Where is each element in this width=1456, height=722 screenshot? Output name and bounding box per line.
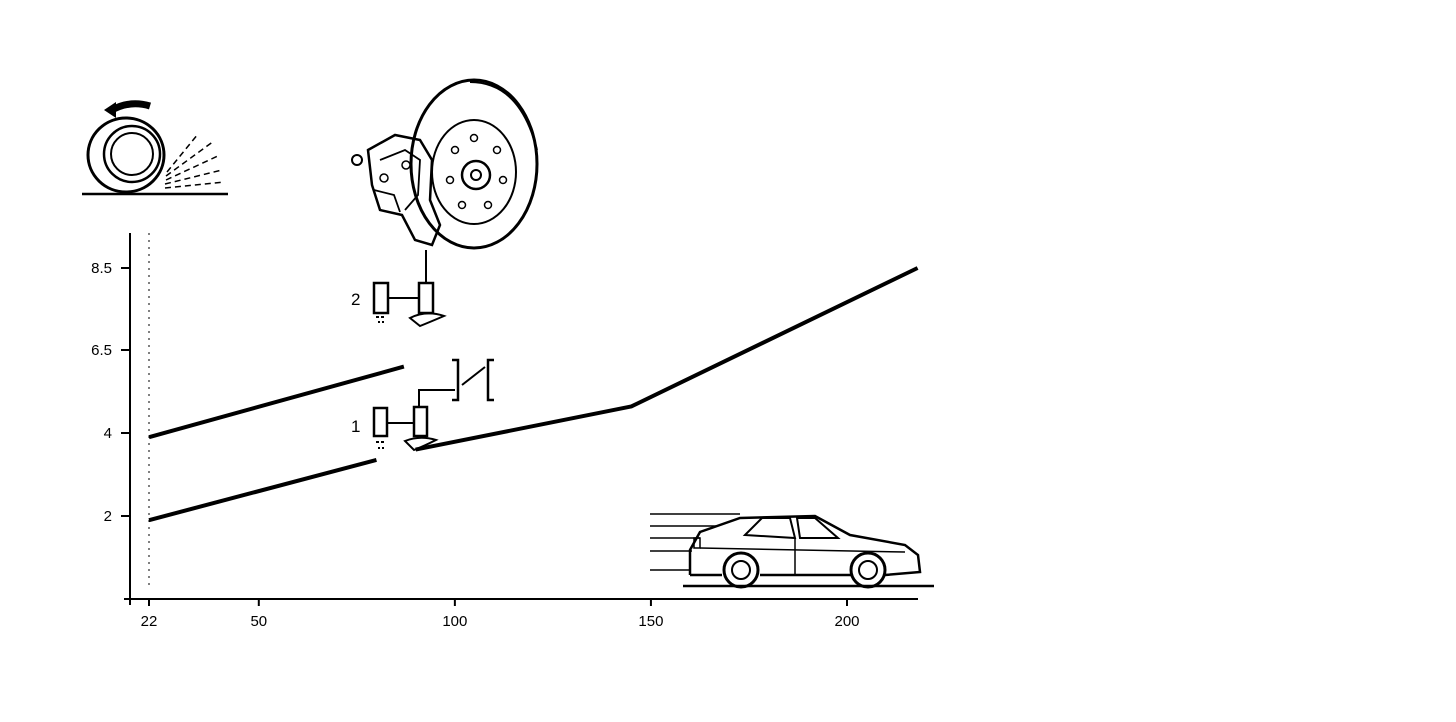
brake-pad-icon xyxy=(372,406,389,449)
chart-axes xyxy=(124,233,918,605)
marker-2-group: 2 xyxy=(351,250,447,328)
x-tick-label: 50 xyxy=(250,613,267,630)
marker-2-label: 2 xyxy=(351,290,360,309)
marker-1-group: 1 xyxy=(351,358,494,452)
marker-1-label: 1 xyxy=(351,417,360,436)
chart-ticks: 22 50 100 150 200 2 4 6.5 8.5 xyxy=(91,260,859,630)
series-lower-line xyxy=(148,458,377,523)
y-tick-label: 4 xyxy=(104,425,112,442)
y-tick-label: 8.5 xyxy=(91,260,112,277)
x-tick-label: 200 xyxy=(834,613,859,630)
spinning-tire-icon xyxy=(82,100,228,196)
brake-disc-caliper-icon xyxy=(351,78,539,250)
series-lower-line xyxy=(415,266,919,452)
x-tick-label: 100 xyxy=(442,613,467,630)
x-tick-label: 150 xyxy=(638,613,663,630)
chart-series xyxy=(148,266,919,523)
brake-pad-icon xyxy=(372,281,390,323)
series-upper-line xyxy=(148,364,405,440)
brake-pad-icon xyxy=(408,281,447,328)
y-tick-label: 2 xyxy=(104,508,112,525)
x-tick-label: 22 xyxy=(141,613,158,630)
y-tick-label: 6.5 xyxy=(91,342,112,359)
car-in-motion-icon xyxy=(650,513,934,589)
brake-pad-icon xyxy=(403,405,439,452)
